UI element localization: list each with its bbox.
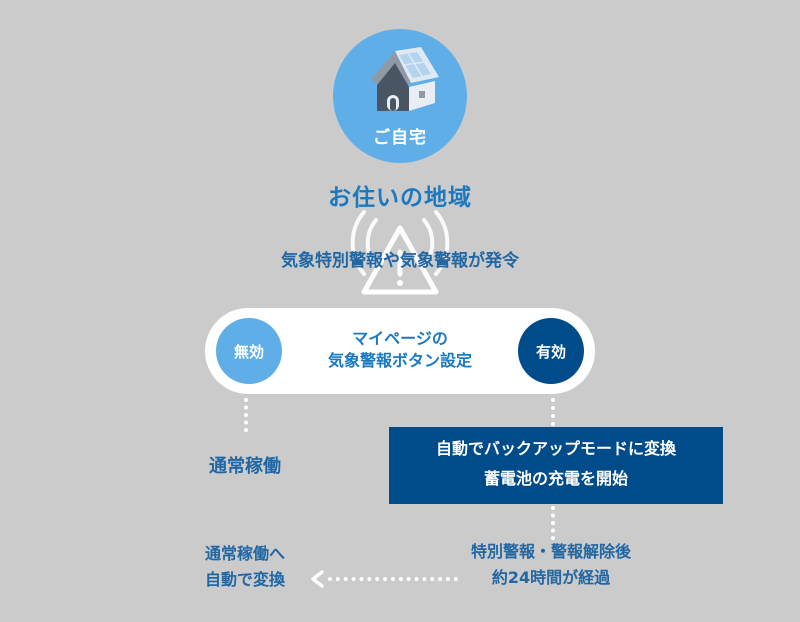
settings-line-1: マイページの (352, 329, 448, 348)
settings-line-2: 気象警報ボタン設定 (327, 351, 472, 370)
normal-operation-text: 通常稼働 (209, 456, 281, 477)
backup-mode-box: 自動でバックアップモードに変換 蓄電池の充電を開始 (389, 427, 723, 504)
alert-text: 気象特別警報や気象警報が発令 (281, 251, 519, 271)
after-cancel-text: 特別警報・警報解除後 (470, 542, 631, 561)
enabled-connector-bottom (551, 506, 555, 540)
enabled-connector-top (551, 398, 555, 426)
settings-pill: 無効 マイページの 気象警報ボタン設定 有効 (205, 308, 595, 394)
return-normal-line-2: 自動で変換 (204, 570, 285, 589)
warning-broadcast-icon (350, 210, 450, 295)
home-circle: ご自宅 (333, 29, 467, 163)
backup-line-2: 蓄電池の充電を開始 (483, 469, 628, 488)
return-connector (328, 577, 458, 581)
backup-line-1: 自動でバックアップモードに変換 (435, 439, 676, 458)
return-normal-line-1: 通常稼働へ (204, 544, 285, 563)
disabled-connector (244, 398, 248, 432)
region-title: お住いの地域 (328, 185, 472, 211)
home-label: ご自宅 (373, 128, 427, 148)
arrow-left-icon (311, 570, 324, 588)
enabled-badge: 有効 (518, 318, 584, 384)
after-24h-text: 約24時間が経過 (491, 568, 611, 587)
disabled-badge: 無効 (216, 318, 282, 384)
house-icon (371, 47, 439, 111)
